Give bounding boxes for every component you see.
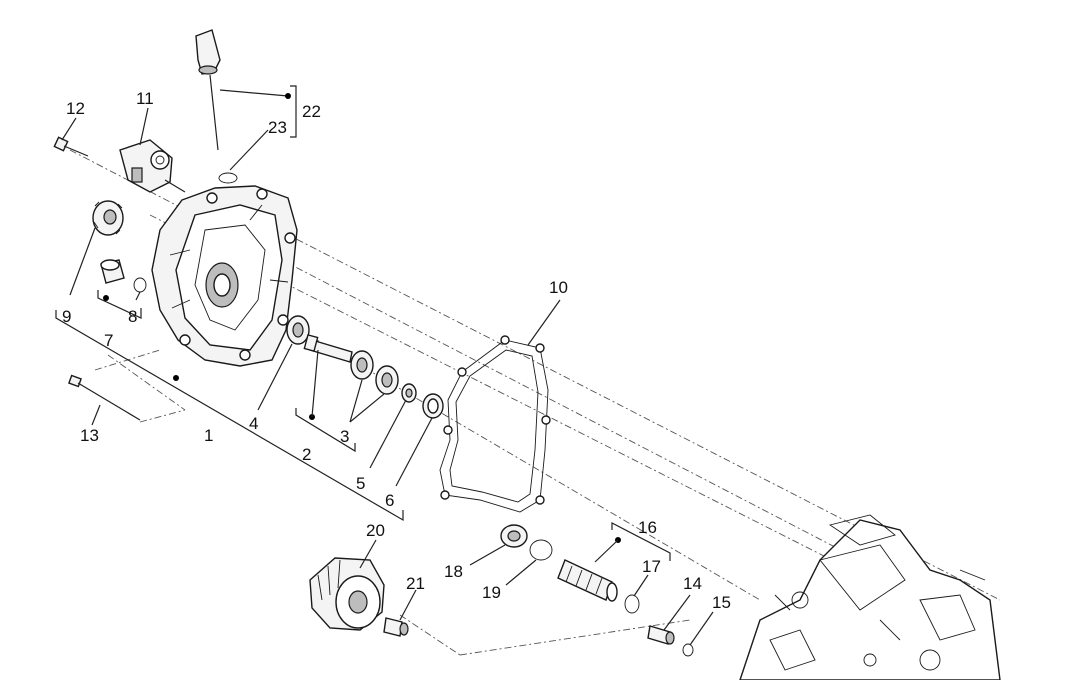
part-4-seal xyxy=(286,315,310,345)
part-7-bushing xyxy=(100,259,125,284)
callout-2: 2 xyxy=(302,445,311,464)
callout-labels: 12 11 22 23 9 8 7 13 1 4 3 2 5 6 10 16 1… xyxy=(62,89,731,612)
callout-15: 15 xyxy=(712,593,731,612)
part-19-oring xyxy=(529,539,553,561)
part-3-bearing-a xyxy=(350,350,374,380)
part-16-filter xyxy=(557,559,618,602)
callout-1: 1 xyxy=(204,426,213,445)
callout-3: 3 xyxy=(340,427,349,446)
part-1-cover xyxy=(151,185,298,367)
part-17-oring xyxy=(624,594,640,614)
engine-block xyxy=(739,514,1001,680)
part-20-oil-filter xyxy=(309,557,385,631)
part-9-gear xyxy=(92,200,124,236)
callout-10: 10 xyxy=(549,278,568,297)
callout-20: 20 xyxy=(366,521,385,540)
part-15-washer xyxy=(682,643,694,657)
callout-22: 22 xyxy=(302,102,321,121)
part-10-gasket xyxy=(439,335,551,513)
callout-5: 5 xyxy=(356,474,365,493)
callout-11: 11 xyxy=(136,89,154,108)
part-18-seal xyxy=(500,524,528,548)
part-3-bearing-b xyxy=(375,365,399,395)
part-13-bolt xyxy=(68,374,141,421)
callout-13: 13 xyxy=(80,426,99,445)
callout-19: 19 xyxy=(482,583,501,602)
callout-9: 9 xyxy=(62,307,71,326)
callout-8: 8 xyxy=(128,307,137,326)
part-21-nipple xyxy=(383,617,409,637)
callout-23: 23 xyxy=(268,118,287,137)
part-14-sensor xyxy=(647,625,675,645)
callout-21: 21 xyxy=(406,574,425,593)
part-22-dipstick xyxy=(195,29,221,151)
part-8-oring xyxy=(133,277,147,293)
part-12-screw xyxy=(53,136,89,157)
part-6-seal xyxy=(422,393,444,419)
callout-17: 17 xyxy=(642,557,661,576)
callout-14: 14 xyxy=(683,574,702,593)
part-23-oring xyxy=(218,172,238,184)
part-5-bushing xyxy=(401,383,417,403)
callout-4: 4 xyxy=(249,414,258,433)
part-11-pump xyxy=(119,139,186,193)
part-2-shaft xyxy=(303,334,353,363)
callout-7: 7 xyxy=(104,331,113,350)
callout-12: 12 xyxy=(66,99,85,118)
callout-6: 6 xyxy=(385,491,394,510)
callout-18: 18 xyxy=(444,562,463,581)
callout-16: 16 xyxy=(638,518,657,537)
leader-lines xyxy=(55,85,714,646)
